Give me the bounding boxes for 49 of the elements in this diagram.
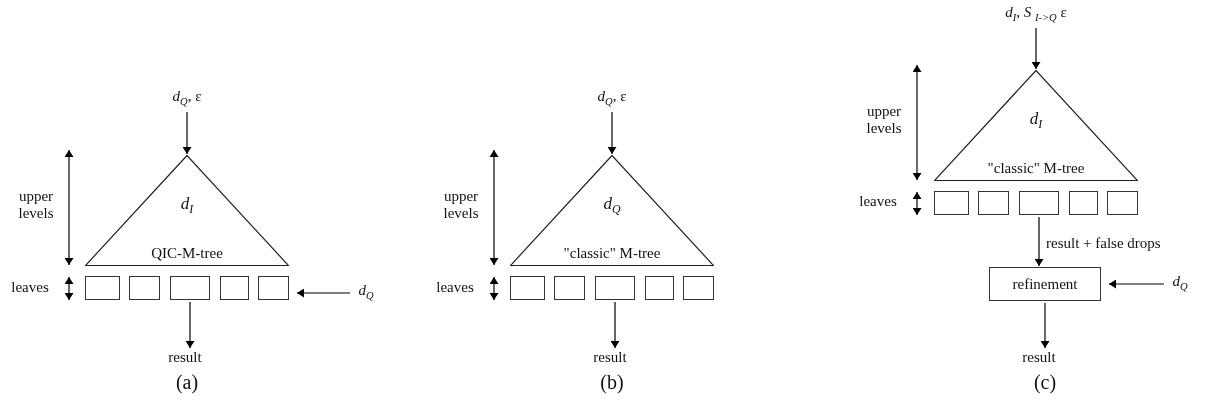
node-text: d$_{Q}$, ε	[171, 88, 203, 107]
panel-caption: (c)	[1032, 371, 1058, 394]
distance-label: d$_{I}$	[1029, 109, 1043, 132]
node-text: d$_{Q}$, ε	[596, 88, 628, 107]
arrow	[183, 111, 191, 155]
node-text: d$_{Q}$	[357, 282, 375, 301]
leaf-node-box	[595, 276, 635, 300]
side-label: leaves	[435, 279, 475, 297]
side-label: upper levels	[17, 188, 55, 223]
distance-label: d$_{I}$	[180, 194, 194, 217]
tree-name: "classic" M-tree	[987, 160, 1085, 177]
side-label: upper levels	[442, 188, 480, 223]
leaf-node-box	[258, 276, 289, 300]
arrow	[1032, 27, 1040, 70]
node-text: result	[592, 349, 628, 366]
leaf-node-box	[1107, 191, 1138, 215]
leaf-node-box	[554, 276, 585, 300]
panel-caption: (b)	[599, 371, 625, 394]
leaf-node-box	[510, 276, 545, 300]
edge-label: result + false drops	[1046, 235, 1161, 252]
arrow	[608, 111, 616, 155]
arrow	[1108, 280, 1165, 288]
arrow	[186, 301, 194, 349]
process-box: refinement	[989, 267, 1101, 301]
arrow	[296, 289, 351, 297]
node-text: result	[1021, 349, 1057, 366]
distance-label: d$_{Q}$	[603, 194, 621, 217]
node-text: d$_{Q}$	[1171, 273, 1189, 292]
arrow	[611, 301, 619, 349]
node-text: result	[167, 349, 203, 366]
panel-caption: (a)	[174, 371, 200, 394]
side-label: leaves	[858, 193, 898, 211]
arrow	[1041, 302, 1049, 349]
leaf-node-box	[645, 276, 674, 300]
leaf-node-box	[129, 276, 160, 300]
tree-name: "classic" M-tree	[563, 245, 661, 262]
leaf-node-box	[683, 276, 714, 300]
leaf-node-box	[170, 276, 210, 300]
side-label: leaves	[10, 279, 50, 297]
leaf-node-box	[220, 276, 249, 300]
arrow	[1035, 216, 1043, 267]
leaf-node-box	[1019, 191, 1059, 215]
side-label: upper levels	[865, 103, 903, 138]
leaf-node-box	[934, 191, 969, 215]
tree-name: QIC-M-tree	[151, 245, 223, 262]
node-text: d$_{I}$, S $_{I->Q}$ ε	[1004, 4, 1068, 23]
leaf-node-box	[978, 191, 1009, 215]
leaf-node-box	[85, 276, 120, 300]
leaf-node-box	[1069, 191, 1098, 215]
